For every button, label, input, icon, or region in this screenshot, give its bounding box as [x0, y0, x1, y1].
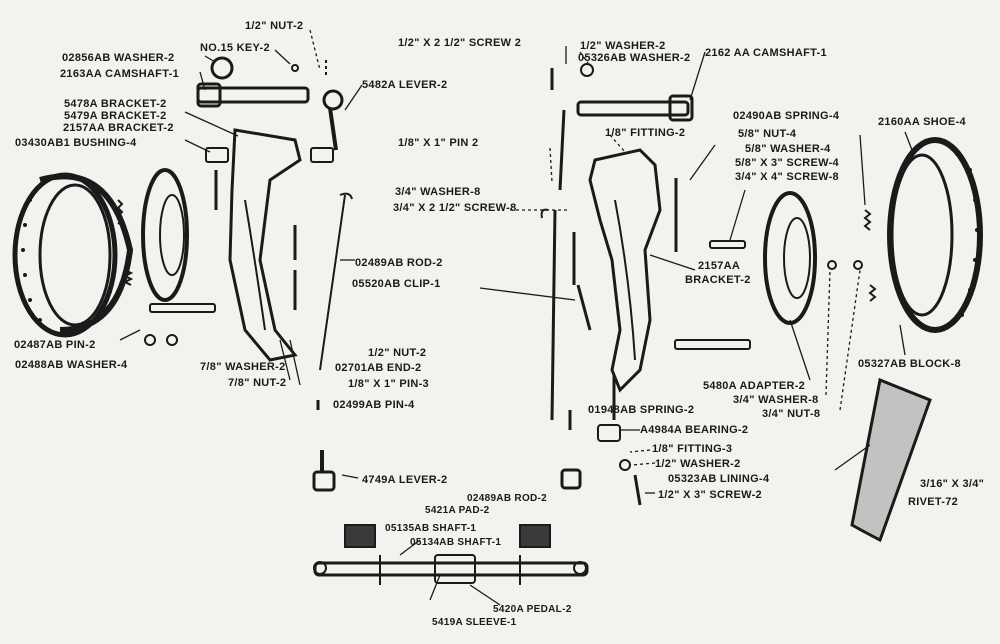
label-washer-02488: 02488AB WASHER-4 — [15, 359, 128, 371]
left-washer-part — [210, 56, 234, 80]
label-lever-5482: 5482A LEVER-2 — [362, 79, 448, 91]
left-bracket — [228, 128, 302, 362]
label-nut-5-8: 5/8" NUT-4 — [738, 128, 797, 140]
label-fitting-eighth-top: 1/8" FITTING-2 — [605, 127, 686, 139]
label-bracket-5478: 5478A BRACKET-2 — [64, 98, 167, 110]
label-bracket-5479: 5479A BRACKET-2 — [64, 110, 167, 122]
label-fitting-eighth-3: 1/8" FITTING-3 — [652, 443, 733, 455]
label-lining-05323: 05323AB LINING-4 — [668, 473, 770, 485]
label-spring-01948: 01948AB SPRING-2 — [588, 404, 695, 416]
left-pin-02487 — [144, 303, 216, 346]
label-screw-5-8-3: 5/8" X 3" SCREW-4 — [735, 157, 839, 169]
label-half-nut-top: 1/2" NUT-2 — [245, 20, 304, 32]
label-shoe-2160: 2160AA SHOE-4 — [878, 116, 966, 128]
label-screw-3-4-2half: 3/4" X 2 1/2" SCREW-8 — [393, 202, 517, 214]
cross-shaft-assembly — [313, 524, 589, 585]
label-nut-7-8: 7/8" NUT-2 — [228, 377, 287, 389]
label-bracket-2157-left: 2157AA BRACKET-2 — [63, 122, 174, 134]
label-sleeve-5419: 5419A SLEEVE-1 — [432, 617, 517, 628]
label-rivet-72: RIVET-72 — [908, 496, 959, 508]
label-bracket-2157-right: BRACKET-2 — [685, 274, 751, 286]
label-pin-eighth-1: 1/8" X 1" PIN 2 — [398, 137, 479, 149]
label-nut-3-4-low: 3/4" NUT-8 — [762, 408, 821, 420]
label-washer-3-4-low: 3/4" WASHER-8 — [733, 394, 819, 406]
label-adapter-5480: 5480A ADAPTER-2 — [703, 380, 806, 392]
left-lever-5482 — [322, 89, 344, 151]
label-pad-5421: 5421A PAD-2 — [425, 505, 490, 516]
label-nut-half-mid: 1/2" NUT-2 — [368, 347, 427, 359]
label-shaft-05134: 05134AB SHAFT-1 — [410, 537, 502, 548]
right-adapter-plate — [763, 191, 817, 325]
label-pedal-5420: 5420A PEDAL-2 — [493, 604, 572, 615]
label-washer-half-2: 1/2" WASHER-2 — [655, 458, 741, 470]
label-screw-half-3: 1/2" X 3" SCREW-2 — [658, 489, 762, 501]
label-end-02701: 02701AB END-2 — [335, 362, 422, 374]
label-bushing-03430: 03430AB1 BUSHING-4 — [15, 137, 137, 149]
left-camshaft — [196, 82, 310, 108]
label-shaft-05135: 05135AB SHAFT-1 — [385, 523, 477, 534]
left-brake-shoe — [12, 172, 134, 338]
label-lever-4749: 4749A LEVER-2 — [362, 474, 448, 486]
label-camshaft-2162: 2162 AA CAMSHAFT-1 — [705, 47, 827, 59]
right-camshaft — [576, 94, 694, 122]
brake-lining-strip — [850, 377, 932, 543]
left-spring — [116, 199, 134, 286]
label-pin-eighth-3: 1/8" X 1" PIN-3 — [348, 378, 429, 390]
label-block-05327: 05327AB BLOCK-8 — [858, 358, 961, 370]
lower-lever-4749 — [312, 450, 336, 492]
label-screw-3-4-4: 3/4" X 4" SCREW-8 — [735, 171, 839, 183]
label-screw-half-2half: 1/2" X 2 1/2" SCREW 2 — [398, 37, 522, 49]
right-brake-shoe — [887, 137, 983, 333]
label-bearing-a4984: A4984A BEARING-2 — [640, 424, 749, 436]
label-pin-02487: 02487AB PIN-2 — [14, 339, 96, 351]
label-washer-5-8: 5/8" WASHER-4 — [745, 143, 831, 155]
right-bracket — [588, 148, 662, 393]
label-rod-02489: 02489AB ROD-2 — [355, 257, 443, 269]
label-washer-02856: 02856AB WASHER-2 — [62, 52, 175, 64]
label-clip-05520: 05520AB CLIP-1 — [352, 278, 441, 290]
label-washer-3-4-mid: 3/4" WASHER-8 — [395, 186, 481, 198]
left-adapter-plate — [141, 168, 189, 302]
label-washer-05326: 05326AB WASHER-2 — [578, 52, 691, 64]
label-no15-key: NO.15 KEY-2 — [200, 42, 270, 54]
label-spring-02490: 02490AB SPRING-4 — [733, 110, 840, 122]
label-washer-7-8: 7/8" WASHER-2 — [200, 361, 286, 373]
label-rivet-frac: 3/16" X 3/4" — [920, 478, 985, 490]
label-pin-02499: 02499AB PIN-4 — [333, 399, 415, 411]
label-rod-02489-low: 02489AB ROD-2 — [467, 493, 548, 504]
label-bracket-2157-right-num: 2157AA — [698, 260, 741, 272]
label-camshaft-2163: 2163AA CAMSHAFT-1 — [60, 68, 179, 80]
label-washer-half-top: 1/2" WASHER-2 — [580, 40, 666, 52]
